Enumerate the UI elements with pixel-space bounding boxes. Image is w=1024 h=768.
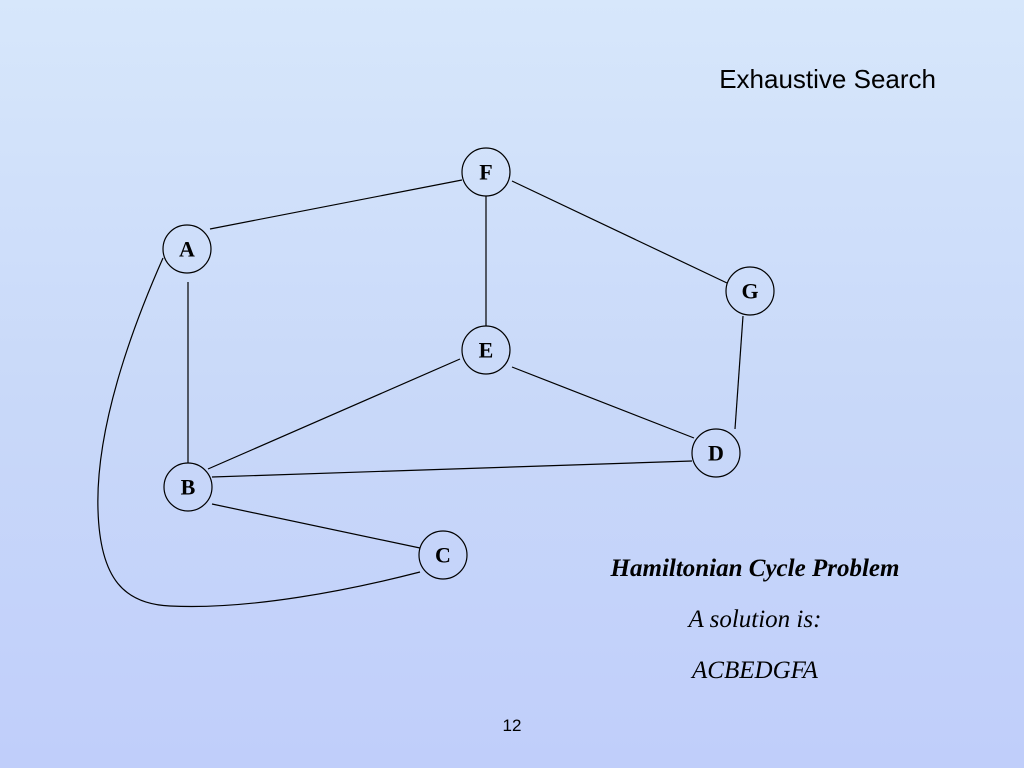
edge-e-b [207,358,461,470]
node-b: B [163,462,213,512]
edge-a-c [97,257,421,608]
node-label: D [708,441,724,466]
node-d: D [691,428,741,478]
edge-g-d [734,315,744,430]
node-c: C [418,530,468,580]
edge-b-c [211,503,421,549]
node-label: A [179,237,195,262]
edge-a-f [209,179,463,230]
node-label: F [479,160,492,185]
node-e: E [461,325,511,375]
edge-f-g [511,180,728,284]
node-label: B [181,475,196,500]
node-label: C [435,543,451,568]
node-f: F [461,147,511,197]
page-number: 12 [502,716,522,735]
node-label: E [479,338,494,363]
node-g: G [725,266,775,316]
problem-title: Hamiltonian Cycle Problem [610,555,900,582]
edge-e-d [511,366,695,439]
solution-label: A solution is: [688,606,822,633]
edge-b-d [211,460,693,478]
node-a: A [162,224,212,274]
solution-sequence: ACBEDGFA [692,657,818,684]
node-label: G [741,279,758,304]
slide-title: Exhaustive Search [719,64,936,94]
